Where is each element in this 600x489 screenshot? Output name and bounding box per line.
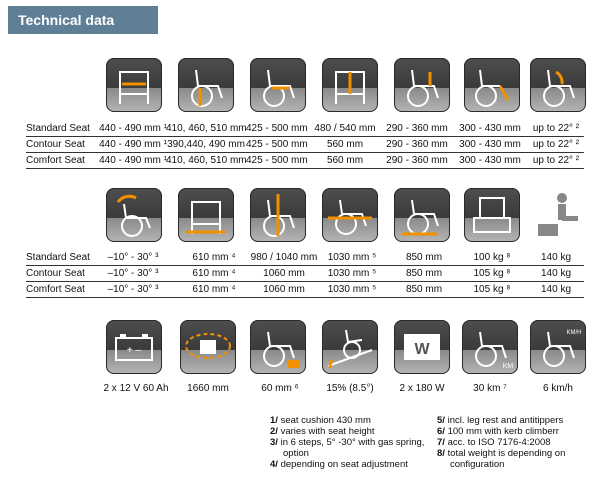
table-cell: 440 - 490 mm ¹: [99, 123, 167, 134]
seat-height-icon: [178, 58, 234, 112]
backrest-angle-icon: [530, 58, 586, 112]
turning-circle-icon: [180, 320, 236, 374]
overall-width-icon: [178, 188, 234, 242]
range-value: 30 km ⁷: [473, 383, 507, 394]
table-cell: 290 - 360 mm: [386, 123, 448, 134]
table2-row: Comfort Seat –10° - 30° ³ 610 mm ⁴ 1060 mm 1…: [26, 282, 584, 298]
battery-value: 2 x 12 V 60 Ah: [103, 383, 169, 394]
table-cell: 1030 mm ⁵: [327, 252, 377, 263]
table-cell: 1060 mm: [263, 268, 305, 279]
table-cell: –10° - 30° ³: [107, 252, 159, 263]
row-label: Comfort Seat: [26, 284, 85, 295]
table-cell: 140 kg: [540, 252, 572, 263]
speed-icon: KM/H: [530, 320, 586, 374]
table-cell: up to 22° ²: [532, 139, 580, 150]
table-cell: 610 mm ⁴: [192, 252, 236, 263]
climb-value: 15% (8.5°): [326, 383, 374, 394]
footnote-1: 1/ seat cushion 430 mm: [270, 415, 371, 426]
motor-icon-text: W: [414, 341, 430, 358]
table-cell: 105 kg ⁸: [473, 284, 511, 295]
table-cell: 440 - 490 mm ¹: [99, 155, 167, 166]
table-cell: –10° - 30° ³: [107, 284, 159, 295]
table-cell: 300 - 430 mm: [459, 155, 521, 166]
range-icon: KM: [462, 320, 518, 374]
table-cell: 610 mm ⁴: [192, 268, 236, 279]
legrest-length-icon: [464, 58, 520, 112]
row-label: Contour Seat: [26, 268, 85, 279]
row-label: Standard Seat: [26, 123, 90, 134]
turning-value: 1660 mm: [187, 383, 229, 394]
table-cell: 410, 460, 510 mm: [166, 155, 247, 166]
table-cell: 980 / 1040 mm: [250, 252, 318, 263]
table-cell: 300 - 430 mm: [459, 139, 521, 150]
table-cell: 1060 mm: [263, 284, 305, 295]
armrest-height-icon: [394, 58, 450, 112]
table-cell: 560 mm: [326, 155, 364, 166]
row-label: Contour Seat: [26, 139, 85, 150]
table-cell: 1030 mm ⁵: [327, 284, 377, 295]
row-label: Standard Seat: [26, 252, 90, 263]
section-header: Technical data: [8, 6, 158, 34]
table-cell: 1030 mm ⁵: [327, 268, 377, 279]
table-cell: 850 mm: [405, 284, 443, 295]
table-cell: 425 - 500 mm: [246, 139, 308, 150]
table-cell: up to 22° ²: [532, 123, 580, 134]
table-cell: 425 - 500 mm: [246, 155, 308, 166]
table-cell: up to 22° ²: [532, 155, 580, 166]
footnote-6: 6/ 100 mm with kerb climberr: [437, 426, 559, 437]
section-title: Technical data: [18, 12, 115, 28]
table-cell: 850 mm: [405, 252, 443, 263]
weight-icon: [464, 188, 520, 242]
transport-length-icon: [394, 188, 450, 242]
battery-icon: + –: [106, 320, 162, 374]
table-cell: 480 / 540 mm: [314, 123, 376, 134]
footnote-5: 5/ incl. leg rest and antitippers: [437, 415, 564, 426]
table-cell: 560 mm: [326, 139, 364, 150]
footnote-2: 2/ varies with seat height: [270, 426, 375, 437]
footnote-7: 7/ acc. to ISO 7176-4:2008: [437, 437, 551, 448]
table-cell: 425 - 500 mm: [246, 123, 308, 134]
table-cell: 140 kg: [540, 268, 572, 279]
footnote-4: 4/ depending on seat adjustment: [270, 459, 408, 470]
range-icon-text: KM: [503, 363, 514, 370]
table-cell: 300 - 430 mm: [459, 123, 521, 134]
footnote-8: 8/ total weight is depending on configur…: [437, 448, 566, 470]
speed-icon-text: KM/H: [567, 330, 582, 336]
overall-length-icon: [322, 188, 378, 242]
climbing-ability-icon: [322, 320, 378, 374]
obstacle-value: 60 mm ⁶: [261, 383, 299, 394]
table-cell: 140 kg: [540, 284, 572, 295]
max-load-icon: [532, 188, 588, 242]
footnote-3: 3/ in 6 steps, 5° -30° with gas spring, …: [270, 437, 425, 459]
table-cell: –10° - 30° ³: [107, 268, 159, 279]
table-cell: 850 mm: [405, 268, 443, 279]
speed-value: 6 km/h: [542, 383, 573, 394]
table-cell: 290 - 360 mm: [386, 155, 448, 166]
table-cell: 610 mm ⁴: [192, 284, 236, 295]
table-cell: 390,440, 490 mm: [167, 139, 245, 150]
footnotes-left: 1/ seat cushion 430 mm 2/ varies with se…: [270, 415, 440, 470]
battery-icon-text: + –: [127, 345, 142, 356]
table-cell: 290 - 360 mm: [386, 139, 448, 150]
motor-icon: W: [394, 320, 450, 374]
overall-height-icon: [250, 188, 306, 242]
motor-value: 2 x 180 W: [399, 383, 445, 394]
table-cell: 100 kg ⁸: [473, 252, 511, 263]
table2-row: Contour Seat –10° - 30° ³ 610 mm ⁴ 1060 mm 1…: [26, 266, 584, 282]
seat-depth-icon: [250, 58, 306, 112]
table-cell: 440 - 490 mm ¹: [99, 139, 167, 150]
seat-tilt-icon: [106, 188, 162, 242]
table-cell: 105 kg ⁸: [473, 268, 511, 279]
obstacle-climbing-icon: [250, 320, 306, 374]
table2-row: Standard Seat –10° - 30° ³ 610 mm ⁴ 980 / 1…: [26, 250, 584, 266]
seat-width-icon: [106, 58, 162, 112]
footnotes-right: 5/ incl. leg rest and antitippers 6/ 100…: [437, 415, 587, 470]
row-label: Comfort Seat: [26, 155, 85, 166]
table-cell: 410, 460, 510 mm: [166, 123, 247, 134]
backrest-width-icon: [322, 58, 378, 112]
